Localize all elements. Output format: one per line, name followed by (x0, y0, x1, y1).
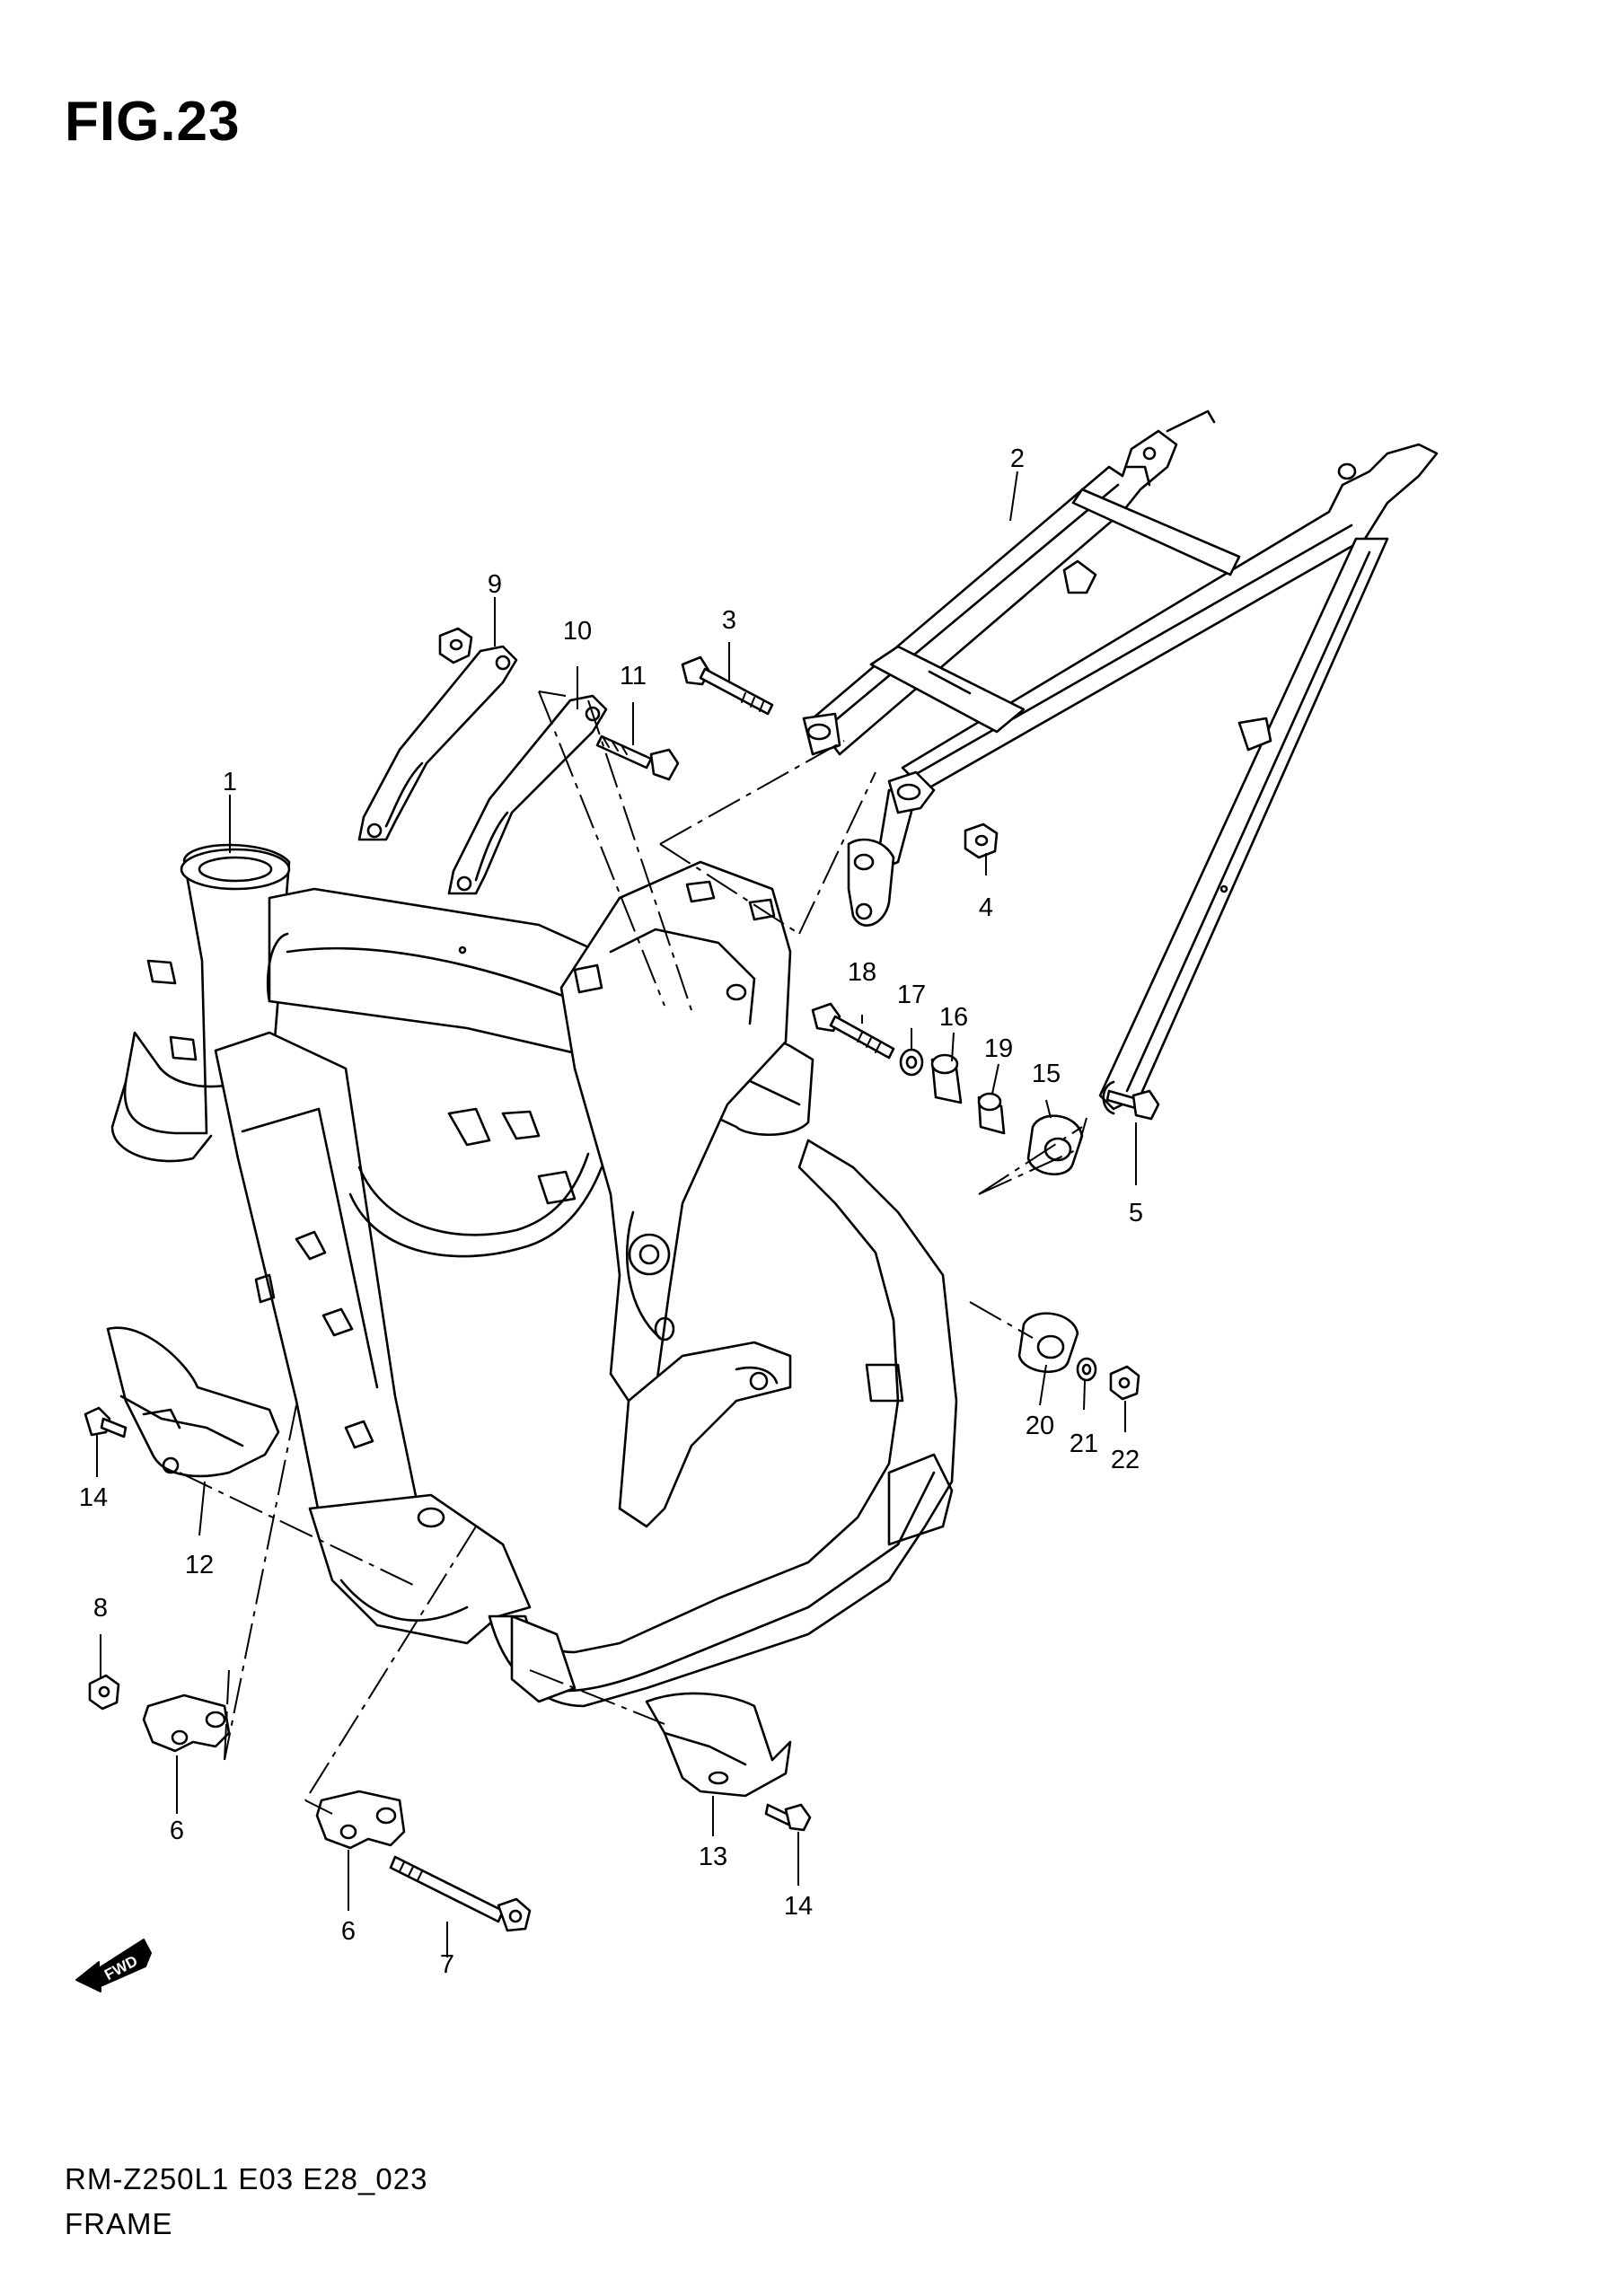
callout-17: 17 (897, 981, 926, 1009)
callout-11: 11 (620, 662, 647, 691)
lower-mount-bracket-6a[interactable] (142, 1693, 231, 1753)
section-name: FRAME (65, 2207, 173, 2240)
callout-2: 2 (1010, 444, 1025, 473)
washer-17[interactable] (899, 1048, 924, 1077)
forward-direction-arrow-icon: FWD (75, 1939, 152, 1993)
callout-13: 13 (699, 1843, 727, 1871)
assembly-dash-lines (179, 691, 1087, 1815)
callout-8: 8 (93, 1594, 108, 1623)
callout-21: 21 (1070, 1430, 1098, 1458)
figure-title: FIG.23 (65, 91, 241, 153)
callout-3: 3 (722, 606, 736, 635)
callout-16: 16 (939, 1003, 968, 1032)
bushing-20[interactable] (1017, 1312, 1079, 1373)
guard-bolt-14-left[interactable] (84, 1406, 128, 1438)
main-frame[interactable] (110, 843, 958, 1708)
frame-guard-left-12[interactable] (106, 1326, 280, 1478)
callout-14a: 14 (79, 1483, 108, 1512)
spacer-19[interactable] (977, 1092, 1006, 1135)
callout-6b: 6 (341, 1917, 356, 1946)
lower-mount-bolt-7[interactable] (389, 1855, 532, 1932)
bracket-nut-9[interactable] (438, 627, 473, 664)
subframe-upper-bolt-3[interactable] (681, 655, 774, 716)
callout-labels: 1 2 3 4 5 6 6 7 8 9 10 11 12 13 14 14 15… (79, 444, 1143, 1979)
nut-22[interactable] (1109, 1365, 1140, 1401)
leader-lines (96, 471, 1137, 1957)
callout-6a: 6 (170, 1817, 184, 1845)
lower-mount-nut-8[interactable] (88, 1674, 120, 1711)
subframe-lower-bolt-18[interactable] (811, 1002, 895, 1060)
callout-10: 10 (563, 617, 592, 646)
bolt-5[interactable] (1105, 1089, 1160, 1121)
callout-22: 22 (1111, 1446, 1140, 1474)
bracket-bolt-11[interactable] (595, 735, 680, 781)
callout-14b: 14 (784, 1892, 813, 1921)
callout-5: 5 (1129, 1199, 1143, 1227)
callout-12: 12 (185, 1551, 214, 1579)
frame-guard-right-13[interactable] (645, 1692, 792, 1798)
lower-mount-bracket-6b[interactable] (315, 1790, 406, 1850)
callout-19: 19 (984, 1034, 1013, 1063)
callout-18: 18 (848, 958, 876, 987)
callout-4: 4 (979, 893, 993, 922)
model-code: RM-Z250L1 E03 E28_023 (65, 2162, 428, 2195)
collar-16[interactable] (930, 1053, 963, 1104)
washer-21[interactable] (1076, 1357, 1097, 1382)
callout-15: 15 (1032, 1060, 1061, 1088)
callout-1: 1 (223, 768, 237, 796)
engine-mount-bracket-upper-left[interactable] (357, 645, 518, 841)
engine-mount-bracket-upper-right[interactable] (447, 694, 608, 895)
subframe-nut-4[interactable] (964, 823, 999, 859)
callout-20: 20 (1026, 1412, 1054, 1440)
guard-bolt-14-right[interactable] (764, 1803, 812, 1832)
rear-sub-frame[interactable] (802, 409, 1439, 1115)
callout-9: 9 (488, 570, 502, 599)
callout-7: 7 (440, 1950, 454, 1979)
